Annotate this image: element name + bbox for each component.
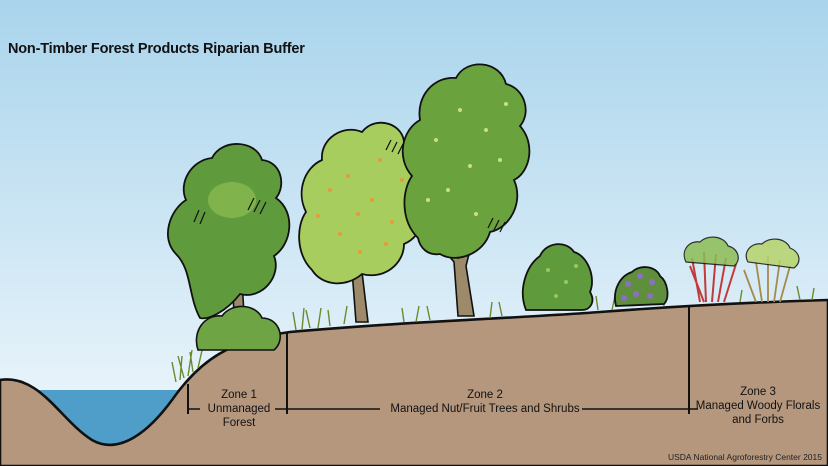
- fruit-tree-icon: [401, 63, 531, 317]
- zone-3-desc-line2: and Forbs: [732, 414, 784, 426]
- credit-line: USDA National Agroforestry Center 2015: [667, 452, 822, 462]
- zone-3-label: Zone 3 Managed Woody Florals and Forbs: [694, 385, 822, 427]
- zone-1-name: Zone 1: [221, 389, 257, 401]
- zone-2-label: Zone 2 Managed Nut/Fruit Trees and Shrub…: [300, 388, 670, 416]
- forest-tree-icon: [167, 143, 291, 351]
- zone-2-name: Zone 2: [467, 389, 503, 401]
- zone-3-desc-line1: Managed Woody Florals: [695, 400, 821, 412]
- soil-cross-section: [0, 298, 828, 466]
- zone-1-desc-line1: Unmanaged: [207, 403, 271, 415]
- flowering-shrub-icon: [614, 266, 669, 307]
- zone-1-label: Zone 1 Unmanaged Forest: [193, 388, 285, 430]
- zone-2-desc-line1: Managed Nut/Fruit Trees and Shrubs: [390, 403, 580, 415]
- zone-3-name: Zone 3: [740, 386, 776, 398]
- shrub-icon: [522, 243, 594, 311]
- diagram-title: Non-Timber Forest Products Riparian Buff…: [8, 41, 305, 57]
- zone-1-desc-line2: Forest: [222, 417, 256, 429]
- woody-floral-icon: [683, 236, 800, 303]
